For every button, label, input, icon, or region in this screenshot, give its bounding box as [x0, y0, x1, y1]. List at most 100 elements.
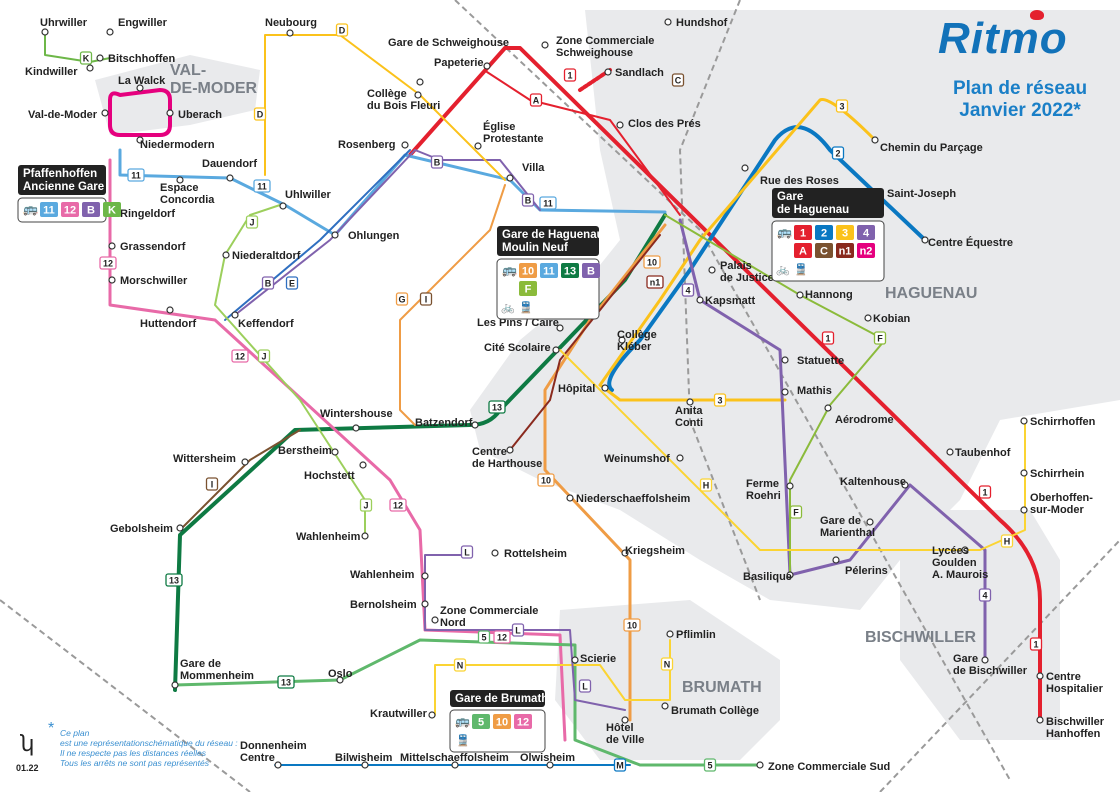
station-label[interactable]: Kobian [873, 313, 911, 325]
station-stop[interactable] [664, 18, 672, 26]
station-label[interactable]: Hannong [805, 289, 853, 301]
line-badge-K[interactable]: K [79, 51, 93, 65]
line-badge-n1[interactable]: n1 [646, 275, 664, 289]
line-badge-12[interactable]: 12 [231, 349, 249, 363]
line-badge-E[interactable]: E [285, 276, 299, 290]
station-stop[interactable] [1036, 716, 1044, 724]
station-label[interactable]: Papeterie [434, 57, 484, 69]
station-stop[interactable] [483, 62, 491, 70]
station-stop[interactable] [832, 556, 840, 564]
line-badge-12[interactable]: 12 [99, 256, 117, 270]
line-badge-1[interactable]: 1 [978, 485, 992, 499]
station-label[interactable]: Ringeldorf [120, 208, 175, 220]
station-label[interactable]: Mommenheim [180, 670, 254, 682]
line-badge-C[interactable]: C [671, 73, 685, 87]
station-label[interactable]: sur-Moder [1030, 504, 1085, 516]
station-label[interactable]: Palais [720, 260, 752, 272]
station-stop[interactable] [686, 398, 694, 406]
line-badge-H[interactable]: H [1000, 534, 1014, 548]
station-label[interactable]: de Justice [720, 272, 774, 284]
line-badge-13[interactable]: 13 [277, 675, 295, 689]
station-label[interactable]: Centre Équestre [928, 236, 1013, 249]
line-chip-n1[interactable] [836, 243, 854, 258]
station-stop[interactable] [786, 571, 794, 579]
station-label[interactable]: Zone Commerciale [440, 605, 538, 617]
station-label[interactable]: Bilwisheim [335, 752, 393, 764]
line-chip-A[interactable] [794, 243, 812, 258]
station-stop[interactable] [231, 311, 239, 319]
station-label[interactable]: de Harthouse [472, 458, 542, 470]
line-badge-10[interactable]: 10 [537, 473, 555, 487]
line-badge-B[interactable]: B [430, 155, 444, 169]
station-stop[interactable] [108, 242, 116, 250]
station-label[interactable]: Uberach [178, 109, 222, 121]
station-stop[interactable] [428, 711, 436, 719]
station-label[interactable]: Mittelschaeffolsheim [400, 752, 509, 764]
station-label[interactable]: Kriegsheim [625, 545, 685, 557]
line-badge-11[interactable]: 11 [539, 196, 557, 210]
station-label[interactable]: Conti [675, 417, 703, 429]
line-badge-H[interactable]: H [699, 478, 713, 492]
station-label[interactable]: Olwisheim [520, 752, 575, 764]
line-badge-11[interactable]: 11 [127, 168, 145, 182]
station-stop[interactable] [901, 481, 909, 489]
station-stop[interactable] [41, 28, 49, 36]
station-label[interactable]: Schweighouse [556, 47, 633, 59]
line-badge-3[interactable]: 3 [713, 393, 727, 407]
station-label[interactable]: Neubourg [265, 17, 317, 29]
station-label[interactable]: Niedermodern [140, 139, 215, 151]
line-chip-B[interactable] [82, 202, 100, 217]
station-label[interactable]: Hôtel [606, 722, 634, 734]
line-badge-L[interactable]: L [460, 545, 474, 559]
station-label[interactable]: Keffendorf [238, 318, 294, 330]
station-stop[interactable] [796, 291, 804, 299]
station-stop[interactable] [506, 174, 514, 182]
station-stop[interactable] [166, 109, 174, 117]
line-badge-4[interactable]: 4 [681, 283, 695, 297]
station-label[interactable]: Kindwiller [25, 66, 78, 78]
station-label[interactable]: de Ville [606, 734, 644, 746]
station-label[interactable]: Wahlenheim [296, 531, 361, 543]
station-stop[interactable] [136, 84, 144, 92]
station-label[interactable]: Hundshof [676, 17, 728, 29]
station-label[interactable]: Kapsmatt [705, 295, 755, 307]
station-stop[interactable] [108, 276, 116, 284]
station-label[interactable]: Protestante [483, 133, 544, 145]
station-label[interactable]: Weinumshof [604, 453, 670, 465]
station-stop[interactable] [86, 64, 94, 72]
station-label[interactable]: Roehri [746, 490, 781, 502]
station-label[interactable]: Wintershouse [320, 408, 393, 420]
line-badge-M[interactable]: M [613, 758, 627, 772]
station-stop[interactable] [781, 388, 789, 396]
station-stop[interactable] [176, 524, 184, 532]
station-stop[interactable] [981, 656, 989, 664]
station-stop[interactable] [226, 174, 234, 182]
line-badge-1[interactable]: 1 [821, 331, 835, 345]
station-stop[interactable] [416, 78, 424, 86]
station-stop[interactable] [824, 404, 832, 412]
line-badge-5[interactable]: 5 [477, 630, 491, 644]
station-label[interactable]: Hochstett [304, 470, 355, 482]
station-label[interactable]: Bernolsheim [350, 599, 417, 611]
line-badge-1[interactable]: 1 [563, 68, 577, 82]
station-label[interactable]: Brumath Collège [671, 705, 759, 717]
station-label[interactable]: Espace [160, 182, 199, 194]
station-label[interactable]: Chemin du Parçage [880, 142, 983, 154]
station-label[interactable]: Krautwiller [370, 708, 428, 720]
station-stop[interactable] [331, 448, 339, 456]
station-label[interactable]: Ohlungen [348, 230, 400, 242]
station-label[interactable]: Uhrwiller [40, 17, 88, 29]
station-stop[interactable] [621, 549, 629, 557]
station-label[interactable]: Aérodrome [835, 414, 894, 426]
station-label[interactable]: Batzendorf [415, 417, 473, 429]
station-label[interactable]: Morschwiller [120, 275, 188, 287]
station-label[interactable]: Hôpital [558, 383, 595, 395]
station-stop[interactable] [1020, 417, 1028, 425]
line-chip-3[interactable] [836, 225, 854, 240]
line-badge-L[interactable]: L [511, 623, 525, 637]
line-badge-4[interactable]: 4 [978, 588, 992, 602]
line-badge-13[interactable]: 13 [488, 400, 506, 414]
station-stop[interactable] [421, 572, 429, 580]
line-chip-B[interactable] [582, 263, 600, 278]
station-stop[interactable] [136, 136, 144, 144]
